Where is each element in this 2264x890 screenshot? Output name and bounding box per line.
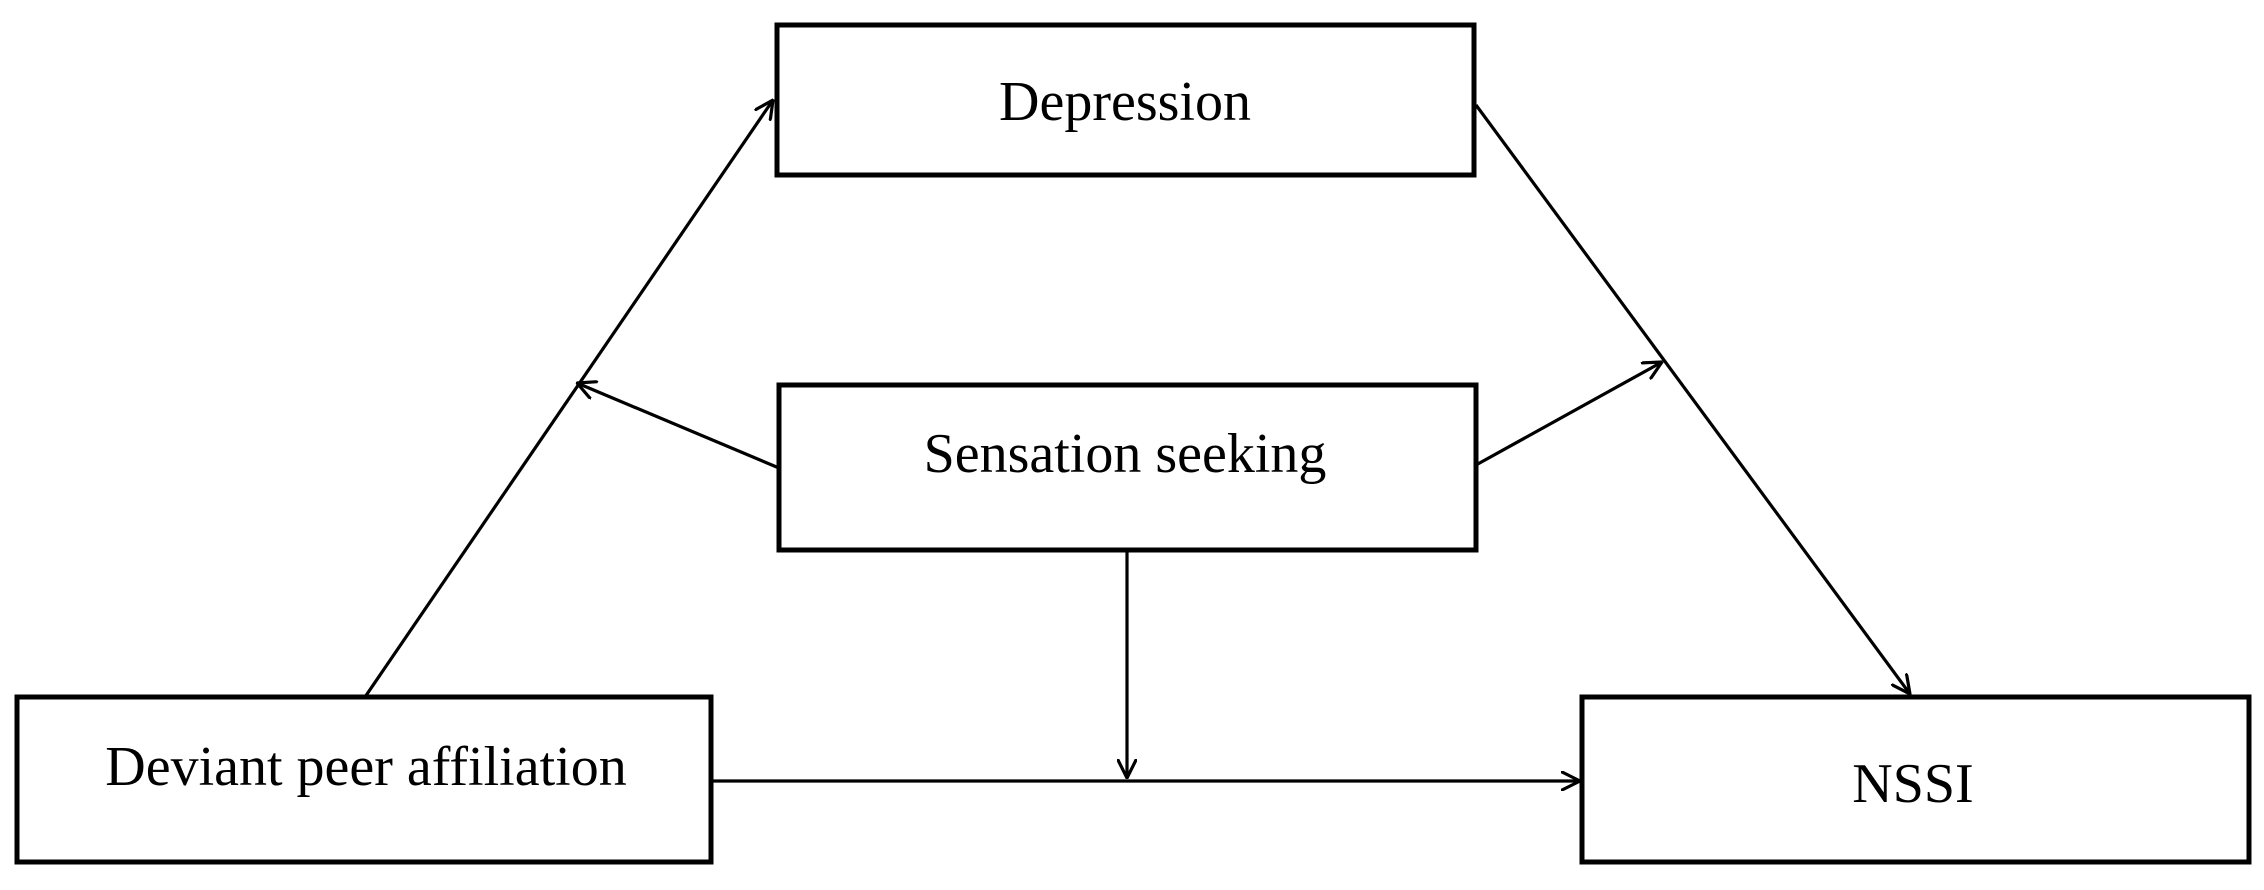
node-nssi-label: NSSI	[1852, 753, 1973, 815]
edge-sensation-moderates-depression-nssi	[1475, 362, 1662, 467]
edge-deviant-to-depression	[363, 100, 773, 698]
node-nssi: NSSI	[1579, 694, 2252, 865]
node-sensation-seeking: Sensation seeking	[776, 382, 1479, 553]
edge-depression-to-nssi	[1474, 104, 1910, 694]
node-deviant-peer-affiliation: Deviant peer affiliation	[14, 694, 714, 865]
node-depression-label: Depression	[999, 71, 1251, 133]
edge-sensation-moderates-deviant-depression	[577, 383, 780, 470]
node-deviant-peer-affiliation-label: Deviant peer affiliation	[105, 736, 626, 798]
node-sensation-seeking-label: Sensation seeking	[924, 423, 1327, 485]
node-depression: Depression	[774, 22, 1477, 178]
